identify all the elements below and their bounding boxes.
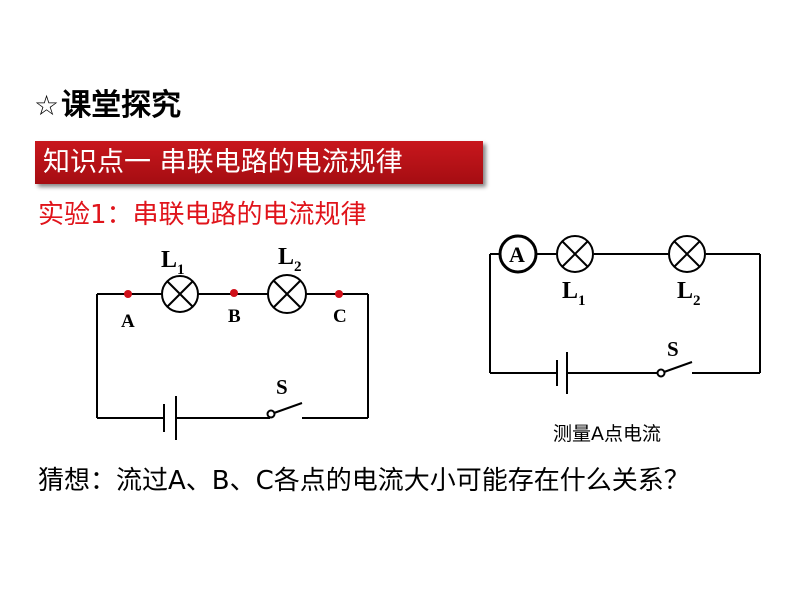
- hypothesis-question: 猜想：流过A、B、C各点的电流大小可能存在什么关系？: [38, 466, 690, 496]
- section-header: ☆课堂探究: [34, 88, 181, 124]
- point-b-dot: [230, 289, 238, 297]
- lamp1-label: L1: [562, 278, 586, 309]
- lamp1-label: L1: [161, 247, 185, 278]
- point-a-dot: [124, 290, 132, 298]
- lamp-icon: [267, 274, 307, 314]
- lamp2-label: L2: [278, 244, 302, 275]
- switch-label: S: [276, 375, 288, 399]
- lamp2-label: L2: [677, 278, 701, 309]
- point-c-label: C: [333, 306, 347, 327]
- battery-icon: [556, 352, 568, 394]
- section-title: 课堂探究: [61, 88, 182, 123]
- switch-icon: [266, 402, 303, 419]
- topic-banner: 知识点一 串联电路的电流规律: [35, 141, 483, 184]
- lamp-icon: [556, 235, 594, 273]
- right-circuit-caption: 测量A点电流: [553, 423, 661, 445]
- experiment-title: 实验1：串联电路的电流规律: [38, 200, 367, 230]
- lamp-icon: [668, 235, 706, 273]
- point-a-label: A: [121, 311, 135, 332]
- ammeter-icon: [498, 234, 538, 274]
- right-circuit: [489, 234, 761, 394]
- left-circuit: [96, 274, 369, 440]
- battery-icon: [163, 396, 177, 440]
- lamp-icon: [161, 275, 199, 313]
- point-c-dot: [335, 290, 343, 298]
- star-icon: ☆: [34, 89, 60, 122]
- switch-icon: [656, 361, 693, 378]
- switch-label: S: [667, 337, 679, 361]
- point-b-label: B: [228, 306, 241, 327]
- ammeter-label: A: [509, 242, 525, 267]
